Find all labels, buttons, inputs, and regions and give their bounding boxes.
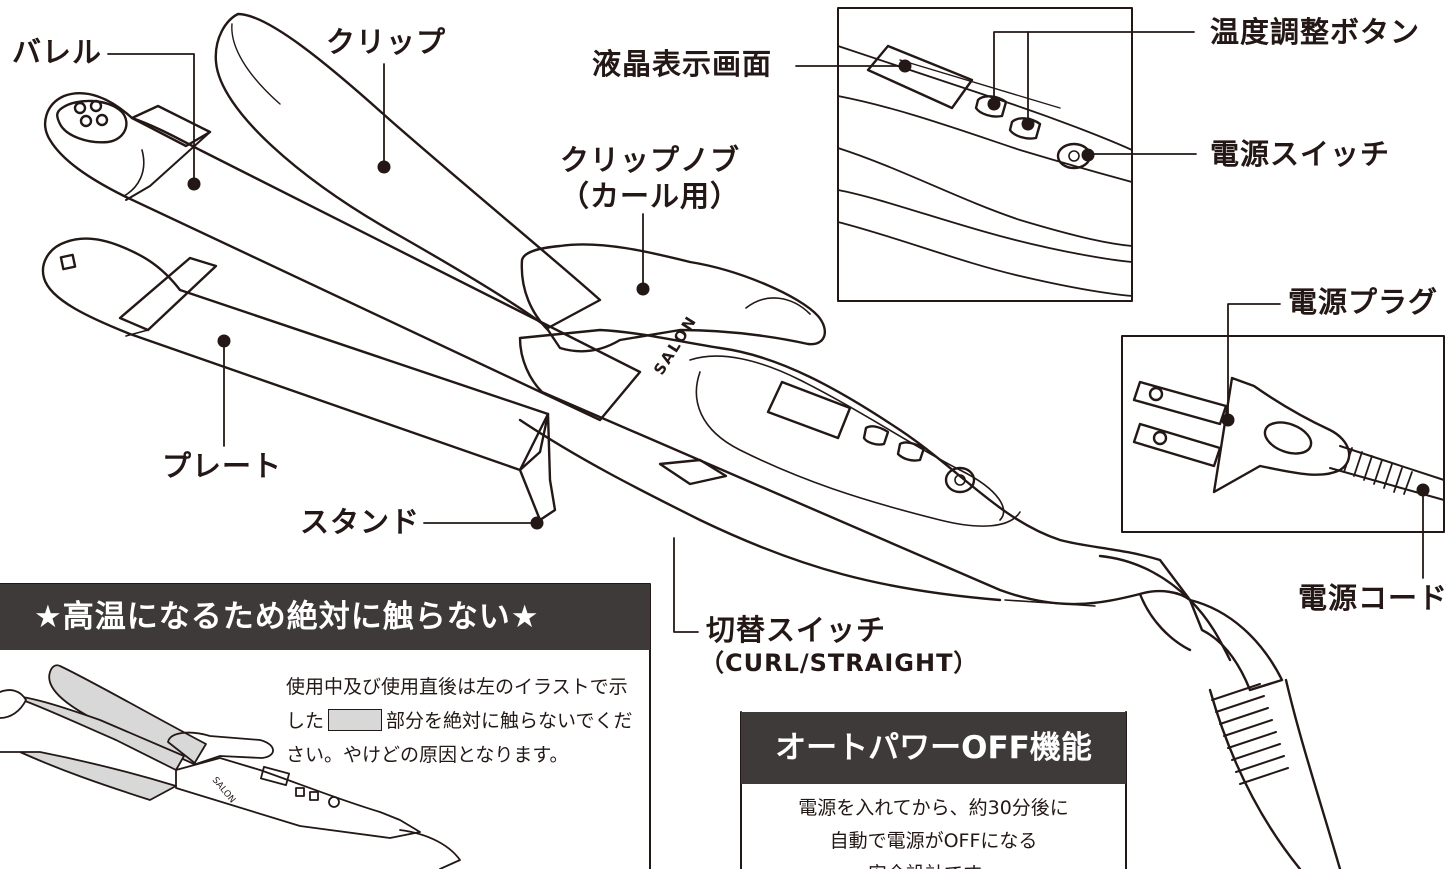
handle-body — [518, 328, 1192, 606]
hot-area-swatch — [328, 709, 383, 731]
handle-minus-button — [896, 441, 926, 462]
auto-power-text: 電源を入れてから、約30分後に 自動で電源がOFFになる 安全設計です。 — [741, 792, 1126, 869]
warning-text-after: 部分を絶対に触らないでください。やけどの原因となります。 — [286, 710, 633, 766]
plug-leaders — [1221, 303, 1430, 579]
inset-minus-button — [1008, 117, 1042, 140]
control-panel-inset — [837, 7, 1133, 302]
plug-body — [1212, 376, 1351, 494]
plug-inset — [1121, 335, 1445, 533]
auto-power-line2: 自動で電源がOFFになる — [829, 830, 1038, 852]
salon-logo: SALON — [650, 312, 701, 378]
handle-lcd — [766, 380, 852, 440]
curling-iron-drawing — [41, 12, 1342, 869]
leader-lines — [107, 53, 699, 633]
auto-power-title: オートパワーOFF機能 — [741, 712, 1126, 784]
inset-lcd — [866, 44, 974, 110]
plate-arm — [41, 237, 550, 472]
label-stand: スタンド — [300, 505, 421, 539]
label-clip-knob-line2: （カール用） — [560, 179, 741, 214]
label-switch-line1: 切替スイッチ — [706, 613, 887, 647]
label-lcd: 液晶表示画面 — [592, 47, 773, 81]
label-power-cord: 電源コード — [1298, 581, 1447, 615]
label-switch: 切替スイッチ （CURL/STRAIGHT） — [700, 612, 979, 678]
label-clip: クリップ — [326, 25, 447, 59]
label-power-plug: 電源プラグ — [1288, 285, 1439, 319]
clip-knob — [520, 243, 827, 353]
label-power-switch: 電源スイッチ — [1210, 137, 1391, 171]
auto-power-line1: 電源を入れてから、約30分後に — [798, 797, 1069, 819]
label-barrel: バレル — [12, 35, 103, 69]
clip-blade — [214, 12, 602, 330]
handle-plus-button — [862, 425, 890, 446]
warning-title: ★高温になるため絶対に触らない★ — [0, 584, 650, 650]
label-plate: プレート — [162, 449, 283, 483]
handle-power-button — [944, 466, 976, 494]
label-temp-button: 温度調整ボタン — [1210, 15, 1421, 49]
warning-text-before: 使用中及び使用直後は左のイラストで示した — [286, 676, 628, 732]
label-switch-line2: （CURL/STRAIGHT） — [700, 649, 979, 678]
warning-text: 使用中及び使用直後は左のイラストで示した部分を絶対に触らないでください。やけどの… — [286, 670, 636, 772]
auto-power-line3: 安全設計です。 — [741, 858, 1126, 869]
cord-strain-relief — [1211, 683, 1289, 785]
barrel-tip-button — [56, 99, 128, 144]
label-clip-knob-line1: クリップノブ — [560, 143, 741, 177]
inset-leaders — [795, 31, 1197, 162]
label-clip-knob: クリップノブ （カール用） — [560, 142, 741, 215]
barrel — [44, 92, 642, 422]
inset-plus-button — [974, 95, 1008, 118]
svg-text:SALON: SALON — [210, 776, 237, 806]
